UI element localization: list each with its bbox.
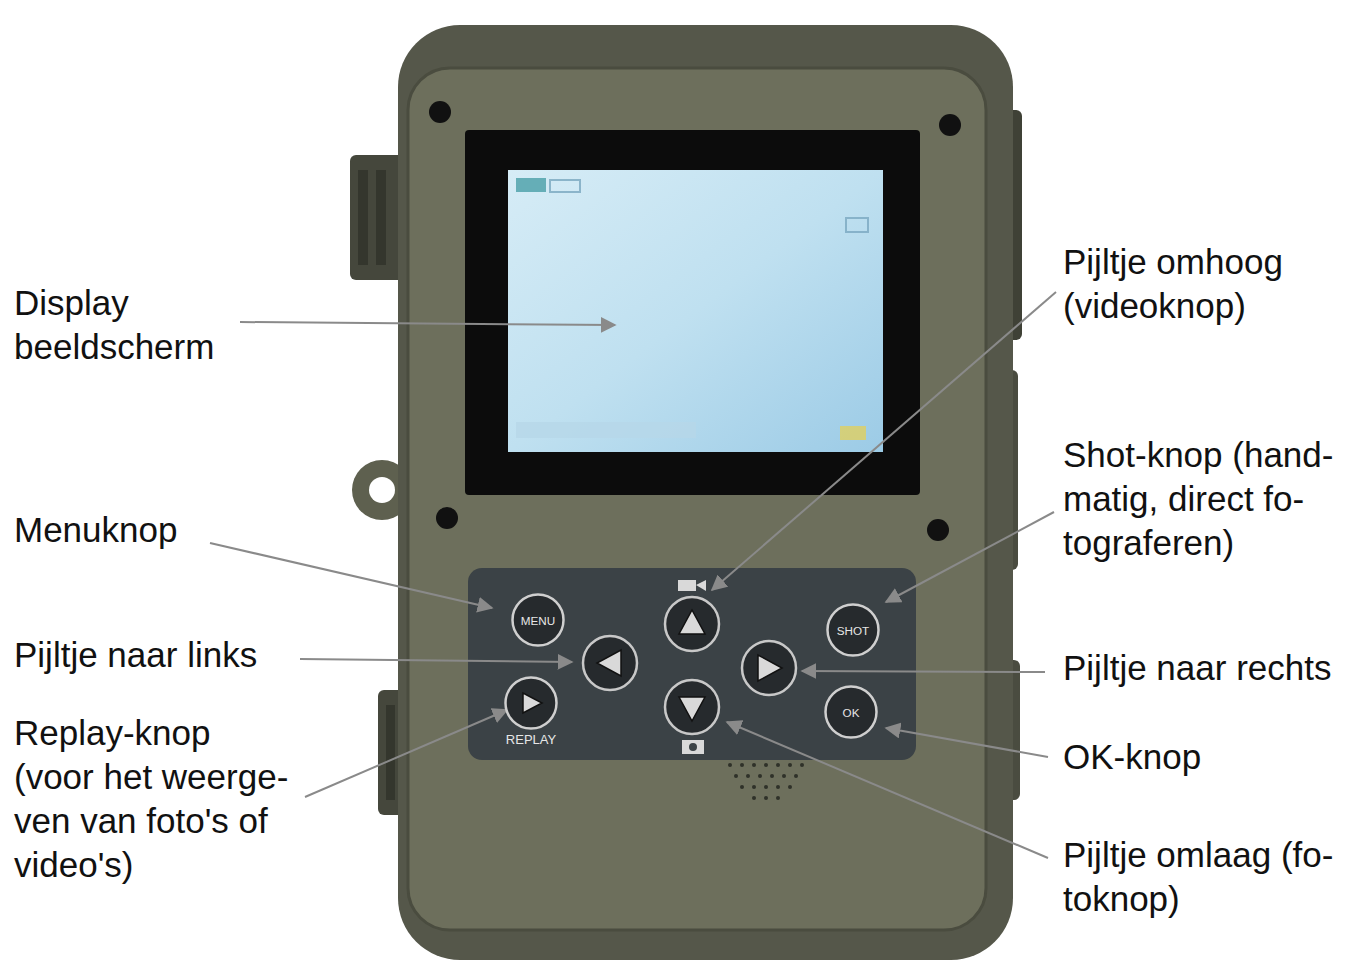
leader-line <box>712 292 1056 590</box>
button-text: REPLAY <box>484 732 578 747</box>
latch <box>350 155 405 280</box>
callout-label: Shot-knop (hand- matig, direct fo- togra… <box>1063 433 1353 565</box>
right-button <box>742 641 796 695</box>
button-circle <box>506 678 557 729</box>
screw <box>436 507 458 529</box>
mount-hole <box>369 477 395 503</box>
screw <box>927 519 949 541</box>
screen-icon <box>550 180 580 192</box>
photo-icon-body <box>682 740 704 754</box>
up-triangle <box>679 610 705 634</box>
button-text: SHOT <box>826 624 880 637</box>
callout-label: OK-knop <box>1063 735 1201 779</box>
screen <box>508 170 883 452</box>
right-triangle <box>758 655 782 681</box>
screw <box>429 101 451 123</box>
down-button <box>665 680 719 734</box>
round-button: OK <box>824 685 878 739</box>
leader-line <box>210 543 492 608</box>
latch-ridge <box>358 170 368 265</box>
screws <box>429 101 961 541</box>
screen-icons <box>516 178 868 440</box>
leader-line <box>727 722 1048 858</box>
leader-line <box>240 322 615 325</box>
photo-icon-lens <box>689 743 697 751</box>
leader-line <box>305 710 507 797</box>
button-outline <box>494 676 568 760</box>
keypad <box>468 568 916 760</box>
latch-ridge <box>376 170 386 265</box>
left-button <box>583 636 637 690</box>
screen-bar <box>516 422 696 438</box>
replay-button: REPLAY <box>494 676 568 760</box>
arrow-buttons <box>583 597 796 734</box>
screen-icon <box>846 218 868 232</box>
button-text: OK <box>824 706 878 719</box>
photo-icon <box>682 740 704 754</box>
callout-label: Menuknop <box>14 508 177 552</box>
leader-group <box>210 292 1056 858</box>
play-triangle <box>523 693 542 713</box>
callout-label: Pijltje omhoog (videoknop) <box>1063 240 1323 328</box>
callout-label: Replay-knop (voor het weerge- ven van fo… <box>14 711 294 887</box>
video-icon-lens <box>696 580 706 591</box>
callout-label: Pijltje naar links <box>14 633 257 677</box>
front-panel <box>408 68 986 930</box>
video-icon-body <box>678 580 696 591</box>
arrow-glyphs <box>597 610 782 721</box>
leader-line <box>886 512 1054 602</box>
round-button: SHOT <box>826 603 880 657</box>
screw <box>939 114 961 136</box>
round-button: MENU <box>511 593 565 647</box>
housing <box>398 25 1013 960</box>
battery-icon <box>840 426 866 440</box>
screen-bezel <box>465 130 920 495</box>
callout-label: Pijltje naar rechts <box>1063 646 1331 690</box>
latch-ridge <box>386 705 395 800</box>
button-text: MENU <box>511 614 565 627</box>
speaker-grille <box>728 763 804 800</box>
left-triangle <box>597 650 621 676</box>
callout-label: Display beeldscherm <box>14 281 244 369</box>
leader-line <box>802 671 1045 672</box>
callout-label: Pijltje omlaag (fo- toknop) <box>1063 833 1353 921</box>
leader-line <box>886 728 1048 757</box>
screen-icon <box>516 178 546 192</box>
down-triangle <box>679 697 705 721</box>
video-icon <box>678 580 706 591</box>
leader-line <box>300 659 572 662</box>
up-button <box>665 597 719 651</box>
